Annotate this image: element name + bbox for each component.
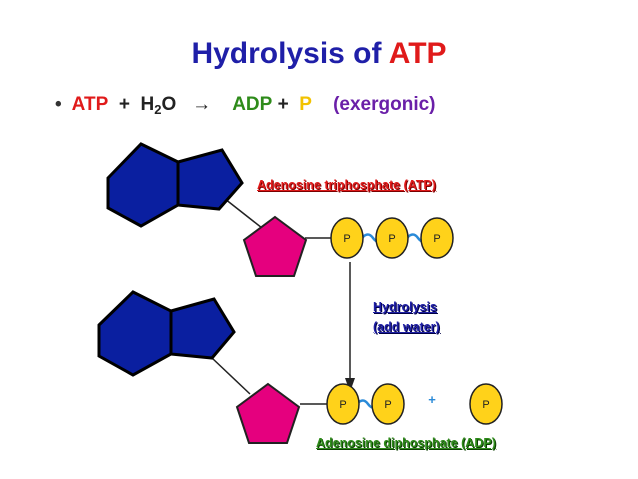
adp-phosphate-1: P bbox=[326, 383, 360, 425]
eq-water: H2O bbox=[140, 92, 176, 123]
atp-base-hexagon bbox=[106, 142, 180, 228]
eq-phosphate: P bbox=[299, 94, 312, 115]
eq-atp: ATP bbox=[71, 94, 109, 115]
adp-base-hexagon bbox=[97, 290, 173, 377]
hydrolysis-label-line1: Hydrolysis bbox=[373, 300, 437, 314]
eq-plus-1: + bbox=[118, 94, 130, 115]
phosphate-label: P bbox=[482, 399, 489, 411]
phosphate-label: P bbox=[339, 399, 346, 411]
eq-plus-2: + bbox=[277, 94, 289, 115]
eq-water-h: H bbox=[140, 94, 155, 115]
reaction-equation: • ATP + H2O → ADP + P (exergonic) bbox=[55, 92, 436, 118]
atp-label: Adenosine triphosphate (ATP) bbox=[257, 178, 436, 192]
eq-arrow: → bbox=[192, 94, 212, 115]
eq-water-sub: 2 bbox=[154, 102, 162, 117]
hydrolysis-label-line2: (add water) bbox=[373, 320, 440, 334]
plus-sign: + bbox=[428, 392, 436, 407]
eq-note: (exergonic) bbox=[333, 94, 436, 115]
eq-water-o: O bbox=[161, 94, 177, 115]
atp-ribose-sugar bbox=[242, 215, 308, 277]
title-text: Hydrolysis of bbox=[191, 37, 382, 70]
phosphate-label: P bbox=[343, 233, 350, 245]
hydrolysis-label: Hydrolysis (add water) bbox=[373, 297, 440, 337]
adp-base-sugar-bond bbox=[211, 357, 251, 395]
atp-phosphate-2: P bbox=[375, 217, 409, 259]
atp-phosphate-3: P bbox=[420, 217, 454, 259]
phosphate-label: P bbox=[388, 233, 395, 245]
adp-phosphate-2: P bbox=[371, 383, 405, 425]
adp-label: Adenosine diphosphate (ADP) bbox=[316, 436, 496, 450]
atp-phosphate-1: P bbox=[330, 217, 364, 259]
bullet: • bbox=[55, 94, 62, 115]
hydrolysis-arrow bbox=[345, 262, 355, 392]
phosphate-label: P bbox=[384, 399, 391, 411]
page-title: Hydrolysis of ATP bbox=[0, 36, 638, 72]
adp-base-pentagon bbox=[169, 297, 236, 360]
phosphate-label: P bbox=[433, 233, 440, 245]
adp-molecule: P P + P bbox=[97, 290, 503, 444]
free-phosphate: P bbox=[469, 383, 503, 425]
atp-base-pentagon bbox=[176, 148, 244, 211]
eq-adp: ADP bbox=[232, 94, 273, 115]
title-atp: ATP bbox=[388, 37, 447, 70]
atp-molecule: P P P bbox=[106, 142, 454, 277]
adp-ribose-sugar bbox=[235, 382, 301, 444]
